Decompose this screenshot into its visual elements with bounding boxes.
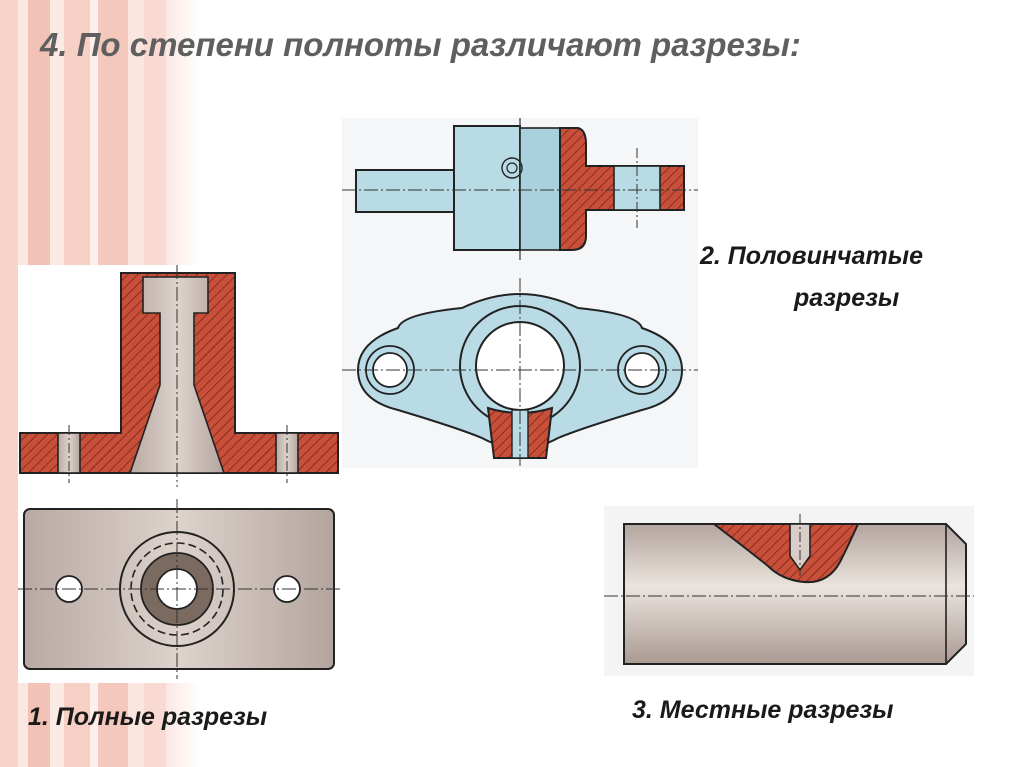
half-section-drawing [342,118,698,468]
local-section-drawing [604,506,974,676]
label-half-sections-line1: 2. Половинчатые [700,242,923,270]
full-section-drawing [18,265,340,683]
label-full-sections: 1. Полные разрезы [28,703,268,731]
label-half-sections-line2: разрезы [794,284,900,312]
slide-title: 4. По степени полноты различают разрезы: [40,26,801,63]
label-local-sections: 3. Местные разрезы [632,696,894,724]
